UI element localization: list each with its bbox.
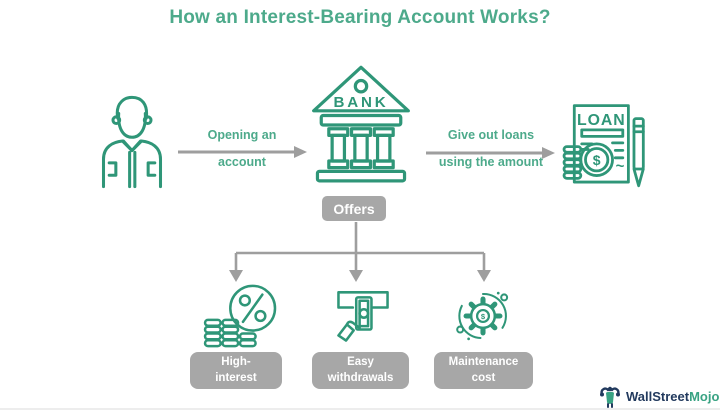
bottom-divider: [0, 408, 720, 410]
benefit-label-line2: interest: [215, 371, 257, 384]
benefit-badge-maintenance-cost: Maintenance cost: [434, 352, 533, 389]
offers-splitter-connector: [226, 222, 494, 284]
benefit-label-line1: High-: [221, 355, 251, 368]
arrowhead-right-icon: [542, 147, 555, 159]
wallstreetmojo-mascot-icon: [600, 386, 620, 408]
arrow-give-loans: [426, 145, 556, 161]
bank-sign-text: BANK: [333, 94, 388, 111]
benefit-label-line2: cost: [471, 371, 496, 384]
benefit-badge-easy-withdrawals: Easy withdrawals: [312, 352, 409, 389]
loan-document-icon: LOAN $ ~: [561, 100, 651, 197]
offers-badge: Offers: [322, 196, 386, 221]
easy-withdrawals-icon: [330, 284, 396, 348]
high-interest-coins-icon: [198, 282, 284, 350]
benefit-label-line2: withdrawals: [327, 371, 394, 384]
brand-part1: WallStreet: [626, 388, 690, 404]
arrow1-label-line1: Opening an: [207, 128, 277, 142]
arrowhead-down-icon: [349, 270, 363, 282]
maintenance-gear-icon: $: [450, 284, 516, 348]
brand-wordmark: WallStreetMojo: [626, 389, 719, 404]
page-title: How an Interest-Bearing Account Works?: [169, 7, 551, 28]
loan-sign-text: LOAN: [577, 112, 626, 129]
benefit-label-line1: Maintenance: [448, 355, 519, 368]
loan-tilde-glyph: ~: [616, 158, 625, 175]
brand-part2: Mojo: [689, 388, 720, 404]
arrow-open-account: [178, 144, 308, 160]
benefit-badge-high-interest: High- interest: [190, 352, 282, 389]
arrow1-label-line2: account: [218, 155, 266, 169]
bank-icon: BANK: [308, 63, 414, 187]
wallstreetmojo-logo: WallStreetMojo: [598, 384, 719, 408]
arrow2-label-line2: using the amount: [438, 155, 544, 169]
arrowhead-right-icon: [294, 146, 307, 158]
arrowhead-down-icon: [477, 270, 491, 282]
account-holder-icon: [94, 92, 170, 192]
arrowhead-down-icon: [229, 270, 243, 282]
benefit-label-line1: Easy: [347, 355, 374, 368]
arrow2-label-line1: Give out loans: [447, 128, 535, 142]
gear-dollar-glyph: $: [481, 312, 486, 321]
loan-dollar-glyph: $: [593, 152, 601, 168]
